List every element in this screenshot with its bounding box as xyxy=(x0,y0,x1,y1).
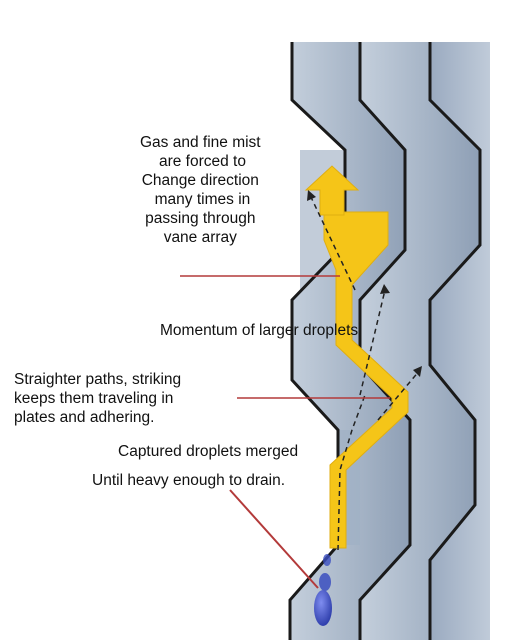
droplet-trajectory-3 xyxy=(377,369,421,421)
label-gas-fine-mist: Gas and fine mist are forced to Change d… xyxy=(140,134,261,246)
vane-plate-front-edge xyxy=(288,42,347,640)
flow-arrow-icon xyxy=(304,165,360,216)
droplet-small-icon xyxy=(323,554,331,566)
vane-plate-middle-edge xyxy=(358,42,412,640)
label-straighter-paths: Straighter paths, striking keeps them tr… xyxy=(14,371,182,426)
leader-line-drain xyxy=(229,489,319,589)
vane-middle-face xyxy=(360,42,480,640)
droplet-icon xyxy=(314,590,332,626)
trajectory-arrowhead xyxy=(413,366,422,377)
trajectory-arrowhead xyxy=(307,190,316,201)
trajectory-arrowhead xyxy=(380,284,390,294)
label-until-heavy: Until heavy enough to drain. xyxy=(92,472,286,489)
droplet-trajectory-1 xyxy=(337,394,366,551)
label-momentum: Momentum of larger droplets xyxy=(160,322,359,339)
vane-plate-back-edge xyxy=(428,42,482,640)
droplet-medium-icon xyxy=(319,573,331,591)
label-captured-droplets: Captured droplets merged xyxy=(118,443,299,460)
